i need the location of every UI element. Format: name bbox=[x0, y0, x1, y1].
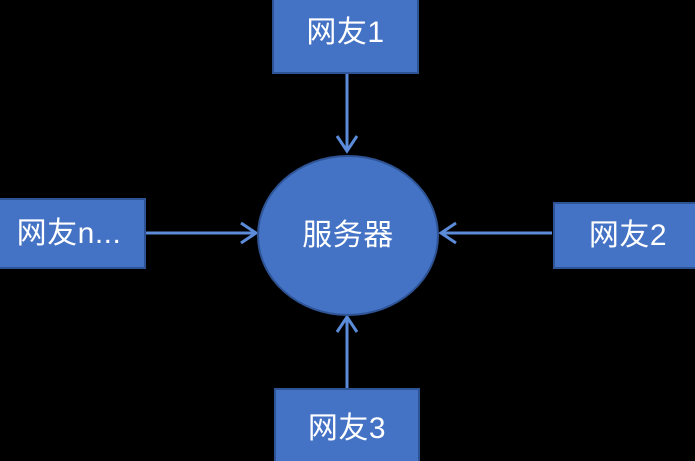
edge-top-to-server bbox=[335, 74, 359, 154]
edge-right-to-server bbox=[438, 221, 552, 245]
node-client-n[interactable]: 网友n... bbox=[0, 198, 146, 269]
node-server[interactable]: 服务器 bbox=[257, 155, 439, 316]
node-client-3[interactable]: 网友3 bbox=[274, 388, 420, 461]
edge-bottom-to-server bbox=[335, 314, 359, 388]
node-client-2[interactable]: 网友2 bbox=[553, 202, 695, 269]
edge-left-to-server bbox=[146, 221, 259, 245]
node-client-1[interactable]: 网友1 bbox=[272, 0, 419, 74]
